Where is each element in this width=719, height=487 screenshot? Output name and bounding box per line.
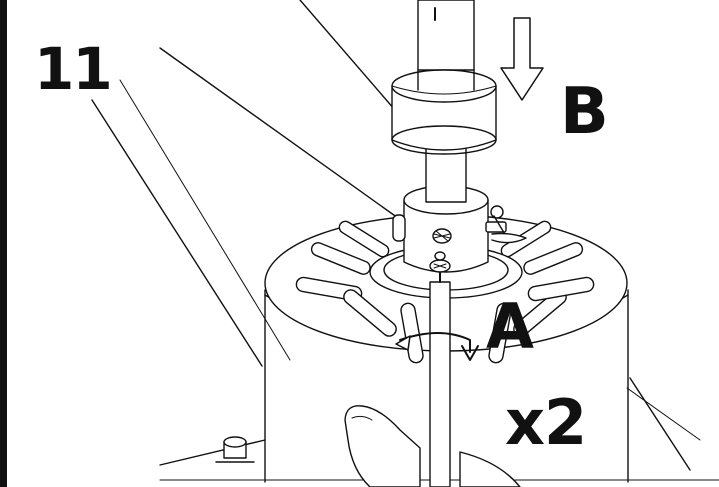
leader-line-left-2 bbox=[119, 79, 291, 361]
vent-slot bbox=[488, 302, 512, 364]
leader-line-top bbox=[299, 0, 396, 111]
vent-slots bbox=[295, 220, 595, 364]
sleeve-b bbox=[391, 69, 497, 155]
base-edge-left bbox=[159, 439, 266, 466]
pin-clip-icon bbox=[485, 205, 527, 244]
leader-line-middle bbox=[159, 47, 399, 219]
side-knob-left bbox=[392, 214, 406, 242]
leader-line-left bbox=[91, 99, 263, 367]
step-number: 11 bbox=[34, 35, 113, 103]
vent-slot bbox=[527, 276, 595, 302]
part-label-b: B bbox=[560, 75, 609, 149]
vent-slot bbox=[400, 302, 424, 364]
page-border bbox=[0, 0, 7, 487]
vent-slot bbox=[523, 242, 584, 275]
screwdriver-icon bbox=[429, 251, 451, 487]
pole-upper bbox=[417, 0, 475, 71]
base-bolt bbox=[215, 436, 255, 463]
vent-slot bbox=[338, 220, 390, 258]
screw-hole bbox=[432, 228, 452, 244]
down-arrow-icon bbox=[500, 17, 544, 101]
base-leg-right-2 bbox=[626, 387, 701, 441]
base-leg-right bbox=[629, 377, 691, 471]
pole-through-sleeve bbox=[417, 69, 475, 91]
quantity-label: x2 bbox=[505, 386, 587, 459]
rotation-arrow-tail bbox=[395, 335, 411, 351]
part-label-a: A bbox=[486, 290, 534, 363]
vent-slot bbox=[343, 289, 397, 337]
